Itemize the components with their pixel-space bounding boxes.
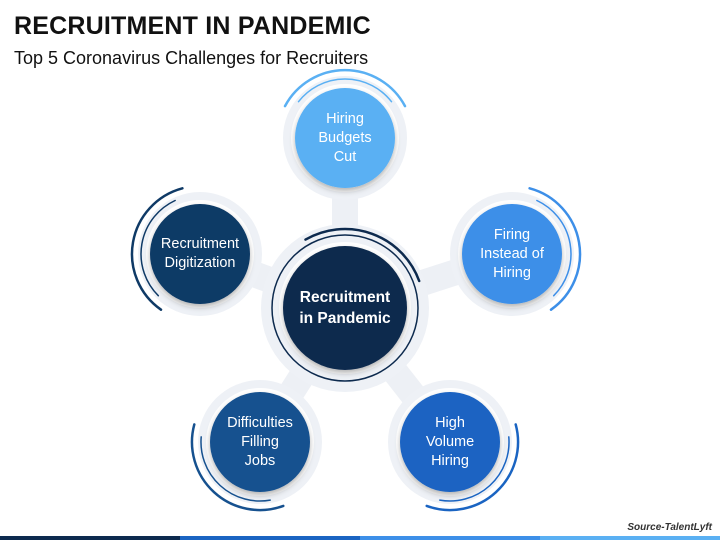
- node-arc: [190, 423, 285, 512]
- node-arc-inner: [200, 436, 271, 502]
- footer-segment: [180, 536, 360, 540]
- page-subtitle: Top 5 Coronavirus Challenges for Recruit…: [14, 48, 369, 68]
- node-label: Hiring Budgets Cut: [318, 110, 372, 165]
- node-circle: [400, 392, 500, 492]
- page-title: RECRUITMENT IN PANDEMIC: [14, 12, 371, 40]
- node-label: High Volume Hiring: [425, 414, 475, 469]
- footer-segment: [0, 536, 180, 540]
- node-arc: [283, 68, 407, 108]
- footer-segment: [360, 536, 540, 540]
- center-arc: [304, 227, 421, 283]
- center-circle: [283, 246, 407, 370]
- node-arc: [425, 423, 520, 512]
- node-arc-inner: [439, 436, 510, 502]
- footer-segment: [540, 536, 720, 540]
- node-circle: [150, 204, 250, 304]
- node-arc-inner: [297, 78, 393, 103]
- node-arc-inner: [536, 199, 572, 297]
- footer-color-bar: [0, 536, 720, 540]
- node-circle: [295, 88, 395, 188]
- center-ring: [271, 234, 419, 382]
- node-circle: [210, 392, 310, 492]
- node-arc-inner: [140, 199, 176, 297]
- node-arc: [130, 187, 184, 311]
- node-circle: [462, 204, 562, 304]
- center-label: Recruitment in Pandemic: [299, 289, 391, 327]
- node-label: Firing Instead of Hiring: [480, 226, 544, 281]
- source-credit: Source-TalentLyft: [627, 522, 712, 533]
- node-arc: [528, 187, 582, 311]
- node-label: Recruitment Digitization: [160, 236, 240, 271]
- node-label: Difficulties Filling Jobs: [227, 414, 293, 469]
